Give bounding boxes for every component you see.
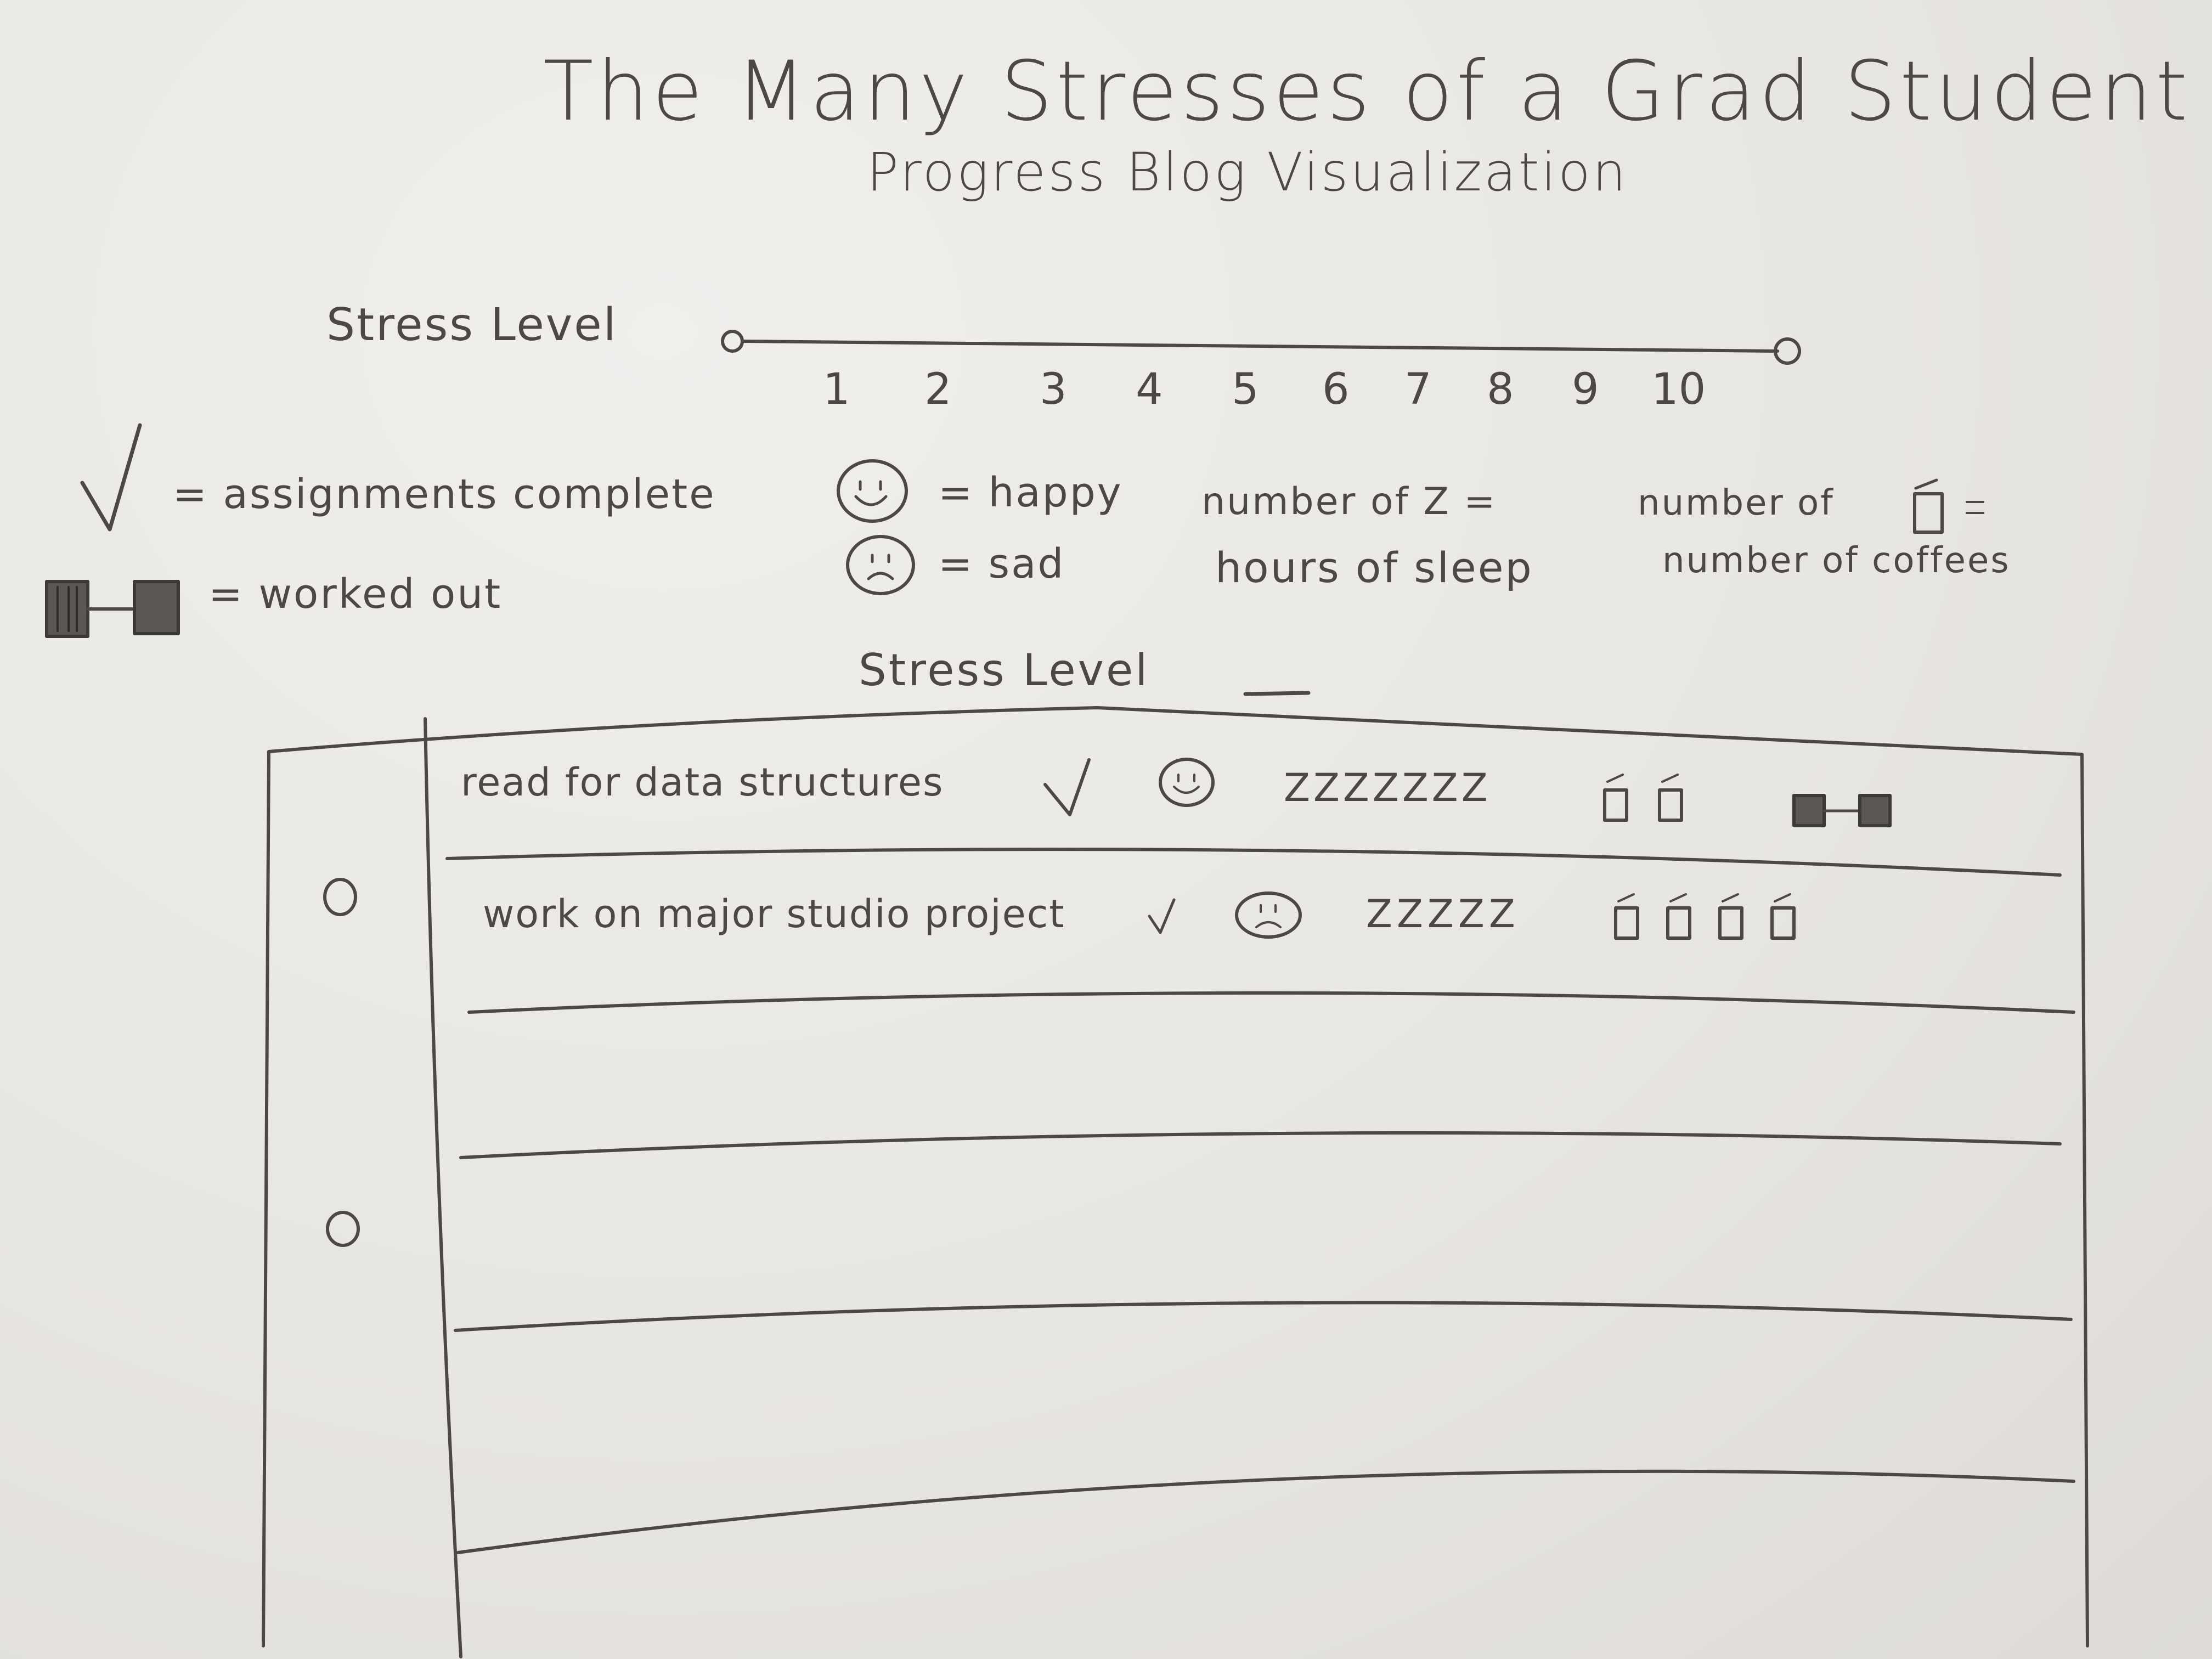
sad-face-icon — [846, 535, 915, 595]
stress-tick-5: 5 — [1232, 365, 1259, 414]
stress-tick-1: 1 — [823, 365, 850, 414]
page-title: The Many Stresses of a Grad Student — [543, 44, 2191, 139]
stress-level-blank — [1243, 691, 1311, 696]
binder-hole — [326, 1211, 360, 1247]
stress-tick-4: 4 — [1136, 365, 1163, 414]
row-1-sleep: ZZZZZZZ — [1284, 765, 1491, 810]
row-2-coffee-icons — [1614, 893, 1796, 940]
row-1-checkmark-icon — [1043, 758, 1091, 816]
row-1-task: read for data structures — [461, 760, 944, 805]
legend-coffee-label: number of — [1638, 483, 1835, 523]
stress-tick-7: 7 — [1404, 365, 1432, 414]
row-1-coffee-icons — [1603, 774, 1683, 822]
legend-workout-label: = worked out — [208, 571, 503, 618]
legend-coffee-label-2: number of coffees — [1662, 540, 2011, 581]
stress-tick-10: 10 — [1651, 365, 1706, 414]
binder-hole — [323, 878, 357, 916]
stress-scale-line — [721, 330, 1801, 365]
row-2-task: work on major studio project — [483, 891, 1065, 936]
legend-sleep-label-2: hours of sleep — [1215, 543, 1533, 592]
stress-tick-8: 8 — [1487, 365, 1514, 414]
coffee-cup-icon — [1913, 478, 1984, 534]
page-subtitle: Progress Blog Visualization — [867, 142, 1628, 203]
row-1-dumbbell-icon — [1792, 794, 1892, 827]
legend-sad-label: = sad — [938, 540, 1065, 588]
row-2-sleep: ZZZZZ — [1366, 891, 1520, 936]
legend-sleep-label: number of Z = — [1201, 480, 1497, 523]
stress-tick-9: 9 — [1572, 365, 1599, 414]
stress-tick-3: 3 — [1040, 365, 1067, 414]
table-stress-level-label: Stress Level — [859, 645, 1150, 696]
row-2-sad-face-icon — [1235, 891, 1302, 939]
dumbbell-icon — [45, 580, 180, 638]
happy-face-icon — [837, 459, 908, 523]
stress-tick-6: 6 — [1322, 365, 1350, 414]
table-frame — [262, 706, 2089, 1658]
stress-tick-2: 2 — [924, 365, 952, 414]
checkmark-icon — [80, 423, 142, 532]
row-1-happy-face-icon — [1159, 758, 1215, 807]
legend-check-label: = assignments complete — [173, 471, 716, 518]
stress-scale-label: Stress Level — [326, 299, 618, 351]
row-2-checkmark-icon — [1148, 898, 1176, 934]
legend-happy-label: = happy — [938, 469, 1123, 516]
